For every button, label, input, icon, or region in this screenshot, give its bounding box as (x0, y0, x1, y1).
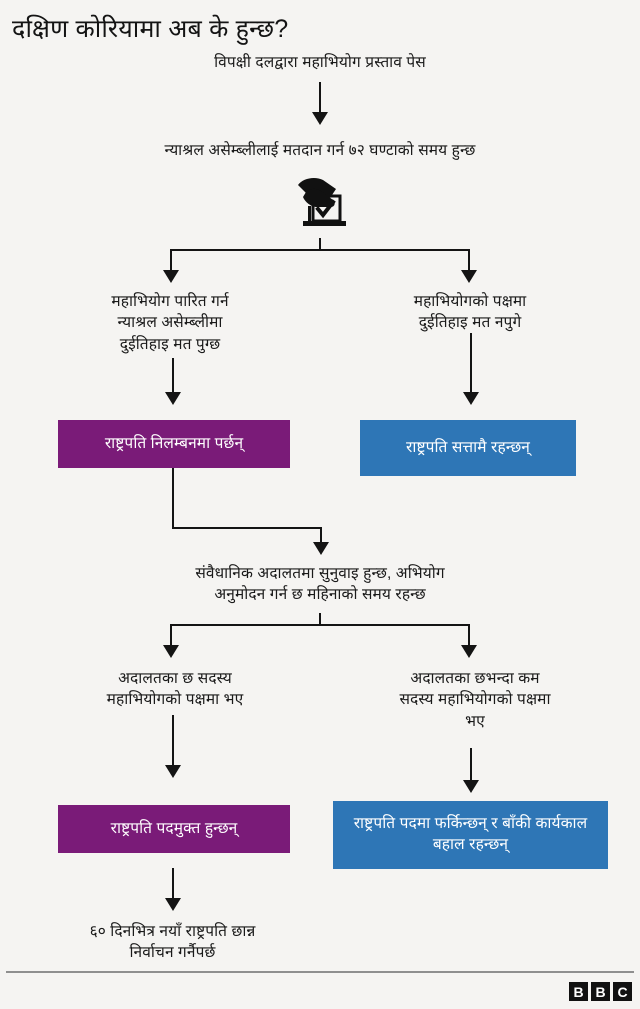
final-connector-line (172, 868, 174, 900)
connector-step1-step2-arrow (312, 112, 328, 125)
outcome-box-president-stays: राष्ट्रपति सत्तामै रहन्छन् (360, 420, 576, 476)
branch-1-left-text: महाभियोग पारित गर्न न्याश्रल असेम्ब्लीमा… (111, 293, 229, 353)
split1-left-arrow (163, 270, 179, 283)
split2-crossbar (170, 624, 470, 626)
branch2-right-to-outcome-arrow (463, 780, 479, 793)
branch-1-right-text: महाभियोगको पक्षमा दुईतिहाइ मत नपुगे (413, 293, 527, 332)
outcome-box-president-suspended: राष्ट्रपति निलम्बनमा पर्छन् (58, 420, 290, 468)
footer-divider (6, 971, 634, 973)
branch2-left-to-outcome-arrow (165, 765, 181, 778)
final-connector-arrow (165, 898, 181, 911)
bbc-logo: B B C (569, 982, 632, 1001)
elbow-arrow-to-step3 (313, 542, 329, 555)
outcome-box-president-returns: राष्ट्रपति पदमा फर्किन्छन् र बाँकी कार्य… (333, 801, 608, 869)
flow-step-1: विपक्षी दलद्वारा महाभियोग प्रस्ताव पेस (214, 54, 426, 71)
elbow-down-from-purple (172, 468, 174, 528)
page-title: दक्षिण कोरियामा अब के हुन्छ? (12, 15, 289, 43)
connector-step1-step2-line (319, 82, 321, 114)
bbc-logo-letter-1: B (569, 982, 588, 1001)
flow-step-2: न्याश्रल असेम्ब्लीलाई मतदान गर्न ७२ घण्ट… (164, 142, 476, 159)
split1-right-arrow (461, 270, 477, 283)
split2-stem (319, 613, 321, 625)
split2-left-arrow (163, 645, 179, 658)
bbc-logo-letter-2: B (591, 982, 610, 1001)
elbow-down-to-step3 (320, 527, 322, 544)
branch1-right-to-outcome-arrow (463, 392, 479, 405)
flow-final-step: ६० दिनभित्र नयाँ राष्ट्रपति छान्न निर्वा… (89, 923, 256, 962)
branch2-left-to-outcome-line (172, 715, 174, 767)
outcome-box-president-removed: राष्ट्रपति पदमुक्त हुन्छन् (58, 805, 290, 853)
flow-step-3: संवैधानिक अदालतमा सुनुवाइ हुन्छ, अभियोग … (195, 565, 445, 604)
ballot-box-hand-vote-icon (289, 176, 359, 238)
split1-left-line (170, 249, 172, 272)
branch2-right-to-outcome-line (470, 748, 472, 782)
split1-stem (319, 238, 321, 250)
split2-right-line (468, 624, 470, 647)
split1-right-line (468, 249, 470, 272)
split2-right-arrow (461, 645, 477, 658)
branch-2-right-text: अदालतका छभन्दा कम सदस्य महाभियोगको पक्षम… (399, 670, 551, 730)
split2-left-line (170, 624, 172, 647)
branch1-left-to-outcome-line (172, 358, 174, 394)
branch-2-left-text: अदालतका छ सदस्य महाभियोगको पक्षमा भए (106, 670, 244, 709)
bbc-logo-letter-3: C (613, 982, 632, 1001)
branch1-left-to-outcome-arrow (165, 392, 181, 405)
branch1-right-to-outcome-line (470, 333, 472, 394)
split1-crossbar (170, 249, 470, 251)
elbow-horizontal (172, 527, 322, 529)
